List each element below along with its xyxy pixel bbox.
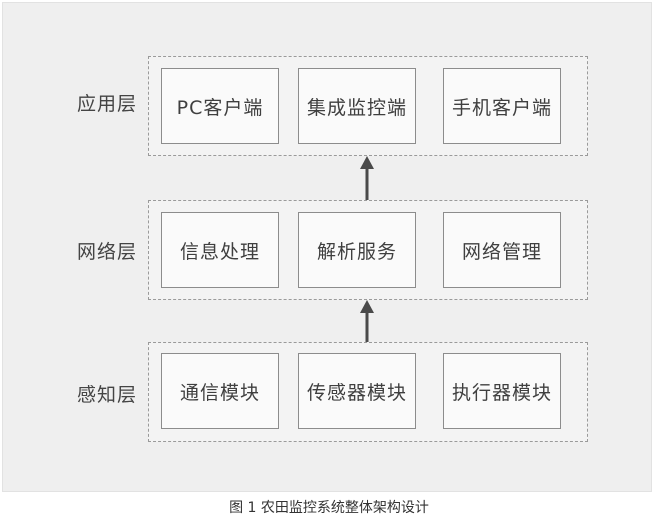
module-integrated-monitor: 集成监控端	[298, 68, 416, 144]
module-actuator: 执行器模块	[443, 353, 561, 429]
module-pc-client: PC客户端	[161, 68, 279, 144]
module-network-management: 网络管理	[443, 212, 561, 288]
figure-caption: 图 1 农田监控系统整体架构设计	[229, 500, 429, 516]
layer-label-application: 应用层	[76, 93, 137, 115]
module-mobile-client: 手机客户端	[443, 68, 561, 144]
module-info-processing: 信息处理	[161, 212, 279, 288]
layer-label-network: 网络层	[76, 241, 137, 263]
layer-label-perception: 感知层	[76, 384, 137, 406]
arrow-up-icon	[360, 300, 374, 342]
module-communication: 通信模块	[161, 353, 279, 429]
arrow-up-icon	[360, 156, 374, 200]
module-parsing-service: 解析服务	[298, 212, 416, 288]
module-sensor: 传感器模块	[298, 353, 416, 429]
